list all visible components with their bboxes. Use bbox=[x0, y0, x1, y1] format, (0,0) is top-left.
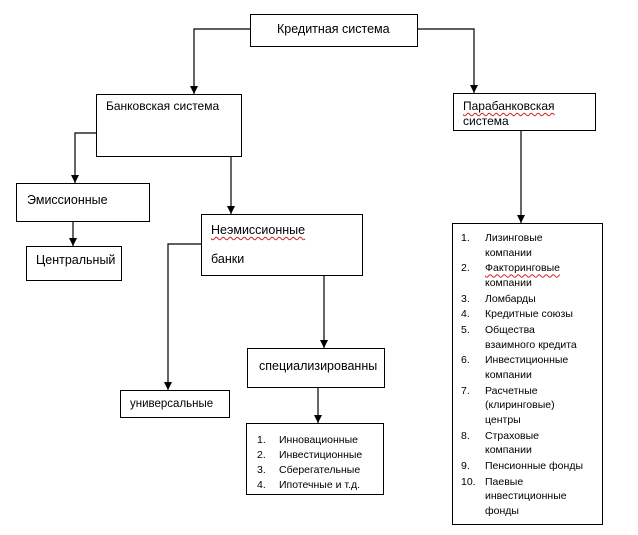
arrow-root-to-banking bbox=[190, 28, 250, 94]
list-item: 3. Ломбарды bbox=[461, 292, 601, 307]
list-item-text: Ломбарды bbox=[485, 292, 536, 305]
parabanking-system-box: Парабанковская система bbox=[453, 93, 596, 131]
emission-banks-label: Эмиссионные bbox=[27, 193, 108, 207]
list-item-text: Сберегательные bbox=[279, 464, 361, 476]
list-item-text: Общества bbox=[485, 324, 535, 337]
list-item: 9. Пенсионные фонды bbox=[461, 459, 601, 474]
universal-banks-label: универсальные bbox=[130, 398, 214, 410]
list-item-text: Паевые bbox=[485, 475, 524, 488]
list-item-text: Инвестиционные bbox=[485, 354, 569, 367]
list-item-text: компании bbox=[485, 276, 532, 289]
list-item-number: 1. bbox=[461, 232, 470, 244]
list-item: 4. Ипотечные и т.д. bbox=[257, 478, 381, 493]
list-item-text: Инвестиционные bbox=[279, 449, 363, 461]
arrow-root-to-parabanking bbox=[418, 28, 478, 93]
list-item-number: 3. bbox=[257, 464, 266, 476]
list-item: 1. Лизинговые компании bbox=[461, 231, 601, 260]
list-item: 7. Расчетные (клиринговые)центры bbox=[461, 384, 601, 428]
credit-system-box: Кредитная система bbox=[250, 14, 418, 47]
list-item-number: 4. bbox=[257, 479, 266, 491]
list-item-text: Лизинговые bbox=[485, 232, 543, 244]
list-item-text: (клиринговые) bbox=[485, 399, 555, 412]
list-item-number: 7. bbox=[461, 384, 470, 397]
list-item-number: 6. bbox=[461, 354, 470, 367]
non-emission-label-line1: Неэмиссионные bbox=[211, 223, 306, 237]
list-item-text: компании bbox=[485, 246, 532, 259]
non-emission-banks-box: Неэмиссионные банки bbox=[201, 214, 363, 276]
list-item: 3. Сберегательные bbox=[257, 463, 381, 478]
parabanking-label-line2: система bbox=[463, 114, 509, 128]
arrow-banking-to-emission bbox=[71, 132, 96, 183]
list-item: 4. Кредитные союзы bbox=[461, 307, 601, 322]
list-item-number: 2. bbox=[461, 262, 470, 275]
specialized-banks-box: специализированны bbox=[247, 348, 385, 388]
specialized-banks-list-box: 1. Инновационные 2. Инвестиционные 3. Сберега… bbox=[246, 423, 384, 495]
list-item-text: компании bbox=[485, 368, 532, 381]
list-item-text: компании bbox=[485, 444, 532, 457]
non-emission-label-line2: банки bbox=[211, 252, 245, 266]
list-item: 1. Инновационные bbox=[257, 433, 381, 448]
universal-banks-box: универсальные bbox=[120, 390, 230, 418]
list-item-text: Кредитные союзы bbox=[485, 308, 573, 321]
central-bank-label: Центральный bbox=[36, 253, 116, 267]
list-item-text: Пенсионные фонды bbox=[485, 459, 583, 472]
list-item-text: Инновационные bbox=[279, 434, 358, 446]
specialized-banks-label: специализированны bbox=[259, 359, 378, 373]
arrow-non-emission-to-universal bbox=[164, 243, 201, 390]
list-item-text: Факторинговые bbox=[485, 262, 560, 275]
list-item-number: 5. bbox=[461, 324, 470, 337]
list-item-number: 4. bbox=[461, 308, 470, 321]
list-item-text: взаимного кредита bbox=[485, 338, 577, 351]
list-item: 2. Инвестиционные bbox=[257, 448, 381, 463]
list-item-text: центры bbox=[485, 413, 521, 426]
specialized-banks-list: 1. Инновационные 2. Инвестиционные 3. Сберега… bbox=[257, 433, 381, 493]
parabanking-label-line1: Парабанковская bbox=[463, 99, 555, 113]
banking-system-box: Банковская система bbox=[96, 94, 242, 157]
list-item-number: 2. bbox=[257, 449, 266, 461]
list-item-text: Страховые bbox=[485, 429, 540, 442]
list-item-number: 1. bbox=[257, 434, 266, 446]
central-bank-box: Центральный bbox=[26, 246, 122, 281]
banking-system-label: Банковская система bbox=[106, 99, 220, 113]
list-item-number: 9. bbox=[461, 459, 470, 472]
list-item-text: инвестиционные bbox=[485, 490, 567, 503]
list-item-number: 3. bbox=[461, 292, 470, 305]
list-item-number: 10. bbox=[461, 475, 476, 488]
list-item-text: Расчетные bbox=[485, 384, 538, 397]
list-item-number: 8. bbox=[461, 429, 470, 442]
emission-banks-box: Эмиссионные bbox=[16, 183, 150, 222]
list-item-text: фонды bbox=[485, 504, 519, 517]
list-item: 8. Страховые компании bbox=[461, 429, 601, 458]
credit-system-label: Кредитная система bbox=[277, 22, 390, 36]
list-item-text: Ипотечные и т.д. bbox=[279, 479, 360, 491]
